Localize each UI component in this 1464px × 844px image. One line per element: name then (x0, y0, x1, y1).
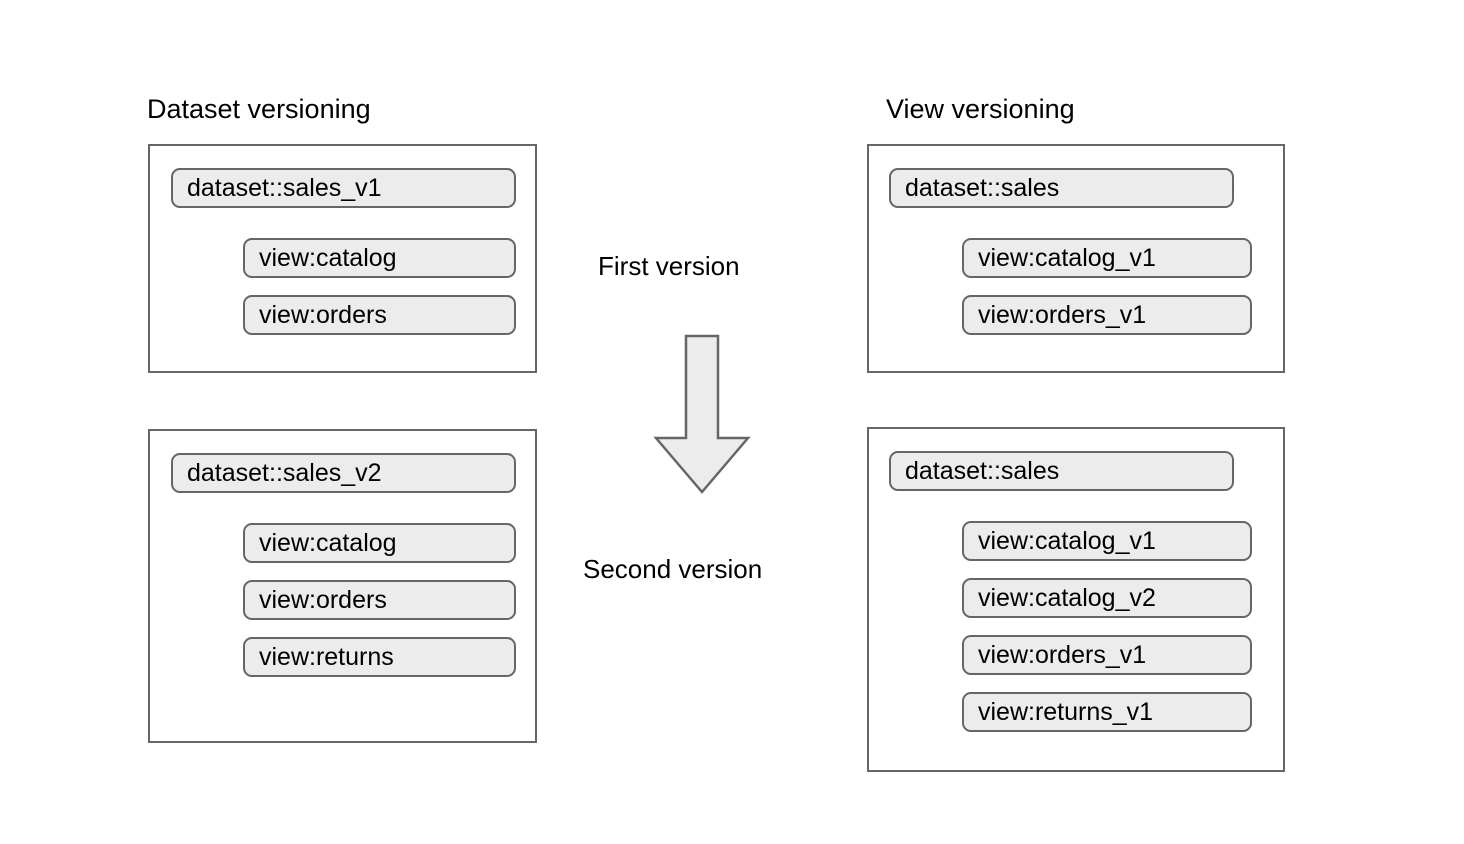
label-second-version: Second version (583, 554, 763, 584)
dataset-pill[interactable]: dataset::sales_v1 (171, 168, 516, 208)
group-box-view-v1: dataset::sales view:catalog_v1 view:orde… (867, 144, 1285, 373)
view-pill[interactable]: view:catalog_v1 (962, 521, 1252, 561)
column-title-view-versioning: View versioning (886, 94, 1075, 124)
view-pill[interactable]: view:orders_v1 (962, 295, 1252, 335)
view-pill[interactable]: view:returns_v1 (962, 692, 1252, 732)
dataset-pill[interactable]: dataset::sales (889, 168, 1234, 208)
group-box-dataset-v1: dataset::sales_v1 view:catalog view:orde… (148, 144, 537, 373)
view-pill[interactable]: view:orders (243, 295, 516, 335)
view-pill[interactable]: view:orders (243, 580, 516, 620)
view-pill[interactable]: view:catalog_v2 (962, 578, 1252, 618)
group-box-view-v2: dataset::sales view:catalog_v1 view:cata… (867, 427, 1285, 772)
dataset-pill[interactable]: dataset::sales (889, 451, 1234, 491)
group-box-dataset-v2: dataset::sales_v2 view:catalog view:orde… (148, 429, 537, 743)
column-title-dataset-versioning: Dataset versioning (147, 94, 371, 124)
label-first-version: First version (598, 251, 740, 281)
dataset-pill[interactable]: dataset::sales_v2 (171, 453, 516, 493)
view-pill[interactable]: view:returns (243, 637, 516, 677)
view-pill[interactable]: view:catalog (243, 523, 516, 563)
view-pill[interactable]: view:catalog (243, 238, 516, 278)
arrow-down-icon (653, 334, 751, 494)
view-pill[interactable]: view:catalog_v1 (962, 238, 1252, 278)
view-pill[interactable]: view:orders_v1 (962, 635, 1252, 675)
